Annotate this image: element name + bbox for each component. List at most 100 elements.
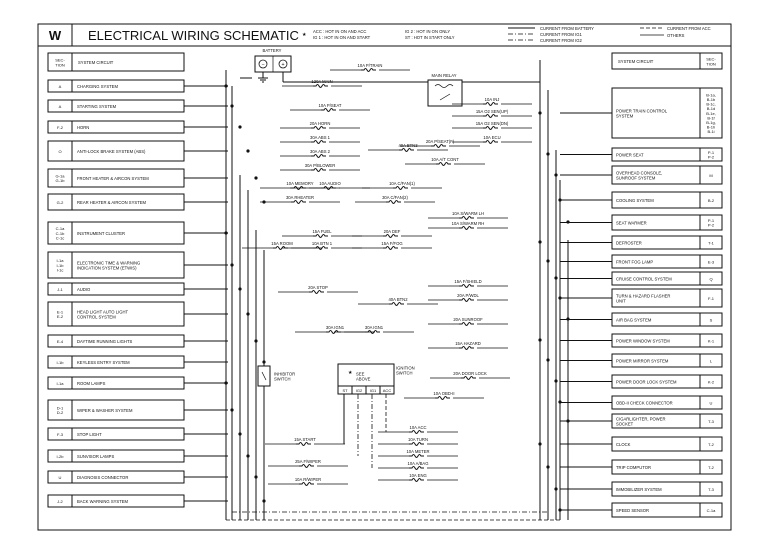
- legend-battery: CURRENT FROM BATTERY: [540, 26, 594, 31]
- text-line: T-1: [708, 240, 715, 245]
- text-line: A: [59, 104, 62, 109]
- fuse-label: 20A DEF: [384, 229, 401, 234]
- text-line: FRONT FOG LAMP: [616, 259, 653, 264]
- text-line: I-1c: [57, 267, 64, 272]
- text-line: I-2b: [57, 454, 65, 459]
- fuse-symbol: [431, 144, 446, 148]
- text-line: INDICATION SYSTEM (ETWIS): [77, 265, 137, 270]
- text-line: SYSTEM: [616, 113, 634, 118]
- page-title: ELECTRICAL WIRING SCHEMATIC: [88, 28, 299, 43]
- fuse-label: 10A ECU: [483, 135, 500, 140]
- junction-dot: [538, 442, 542, 446]
- right-sec-code: B-2: [708, 198, 715, 203]
- right-circuit-name: POWER MIRROR SYSTEM: [616, 358, 669, 363]
- fuse-symbol: [435, 396, 450, 400]
- right-sec-code: P-1P-2: [708, 150, 715, 160]
- left-circuit-name: ROOM LAMPS: [77, 381, 106, 386]
- left-circuit-name: SUNVISOR LAMPS: [77, 454, 114, 459]
- text-line: O: [58, 149, 61, 154]
- text-line: B-1e,: [706, 111, 716, 116]
- fuse-label: 10A TURN: [408, 437, 428, 442]
- fuse-label: 15A FUEL: [312, 229, 332, 234]
- left-sec-code: E-4: [57, 339, 64, 344]
- text-line: U: [710, 400, 713, 405]
- left-circuit-name: BACK WARNING SYSTEM: [77, 499, 129, 504]
- fuse-symbol: [459, 346, 474, 350]
- text-line: SEE: [356, 371, 365, 376]
- text-line: POWER MIRROR SYSTEM: [616, 358, 669, 363]
- fuse-symbol: [483, 140, 498, 144]
- left-circuit-row: A CHARGING SYSTEM: [47, 79, 228, 93]
- text-line: J-2: [57, 499, 63, 504]
- left-circuit-name: REAR HEATER & AIRCON SYSTEM: [77, 200, 147, 205]
- fuse-label: 20A HORN: [310, 121, 331, 126]
- fuse-symbol: [311, 154, 326, 158]
- text-line: L: [710, 358, 713, 363]
- fuse-symbol: [383, 246, 398, 250]
- fuse-symbol: [459, 216, 474, 220]
- text-line: CRUISE CONTROL SYSTEM: [616, 276, 672, 281]
- text-line: F-2: [57, 125, 64, 130]
- fuse-label: 40A BTN2: [388, 297, 408, 302]
- text-line: SWITCH: [274, 376, 291, 381]
- left-sec-cell: [47, 301, 73, 327]
- fuse: 20A P/WDL: [457, 293, 479, 302]
- text-line: OBD-II CHECK CONNECTOR: [616, 400, 673, 405]
- fuse-symbol: [393, 186, 408, 190]
- text-line: FRONT HEATER & AIRCON SYSTEM: [77, 176, 149, 181]
- text-line: HEAD LIGHT AUTO LIGHT: [77, 309, 128, 314]
- right-sec-code: T-1: [708, 240, 715, 245]
- right-circuit-name: DEFROSTER: [616, 240, 642, 245]
- left-sec-code: O: [58, 149, 61, 154]
- ignition-terminal-cell: [379, 385, 395, 395]
- text-line: B-1g,: [706, 120, 716, 125]
- left-sec-code: A: [59, 84, 62, 89]
- fuse: 30A RHEATER: [286, 195, 314, 204]
- fuse-label: 10A BTN 1: [312, 241, 333, 246]
- right-sec-cell: [699, 502, 723, 518]
- text-line: CHARGING SYSTEM: [77, 84, 118, 89]
- fuse-label: 20A SUNROOF: [453, 317, 483, 322]
- junction-dot: [238, 432, 242, 436]
- right-name-cell: [611, 87, 701, 139]
- battery-label: BATTERY: [263, 48, 282, 53]
- left-sec-code: I-1b: [57, 360, 65, 365]
- left-circuit-name: AUDIO: [77, 287, 91, 292]
- fuse: 10A MEMORY: [286, 181, 314, 190]
- junction-dot: [238, 287, 242, 291]
- text-line: KEYLESS ENTRY SYSTEM: [77, 360, 130, 365]
- fuse: 15A F/FOG: [381, 241, 403, 250]
- fuse: 20A DOOR LOCK: [453, 371, 487, 380]
- text-line: POWER SEAT: [616, 152, 644, 157]
- right-sec-code: F-1: [708, 296, 715, 301]
- fuse: 15A O2 SEN(UP): [476, 109, 509, 118]
- fuse-symbol: [386, 200, 401, 204]
- text-line: CIGARLIGHTER, POWER: [616, 416, 666, 421]
- junction-dot: [238, 125, 242, 129]
- right-sec-cell: [699, 413, 723, 429]
- battery-neg-terminal: [258, 59, 268, 69]
- battery-pos-sign: +: [281, 62, 284, 68]
- fuse-symbol: [309, 290, 324, 294]
- left-circuit-name: STOP LIGHT: [77, 432, 102, 437]
- fuse: 20A DEF: [383, 229, 401, 238]
- legend-others: OTHERS: [667, 33, 685, 38]
- left-circuit-name: CHARGING SYSTEM: [77, 84, 118, 89]
- right-circuit-name: FRONT FOG LAMP: [616, 259, 653, 264]
- fuse: 10A INJ: [483, 97, 499, 106]
- text-line: COOLING SYSTEM: [616, 198, 654, 203]
- right-circuit-row: POWER MIRROR SYSTEM L: [560, 353, 723, 368]
- fuse-label: 10A MEMORY: [286, 181, 313, 186]
- main-relay-box: [427, 79, 463, 107]
- fuse-label: 10A R/WIPER: [295, 477, 321, 482]
